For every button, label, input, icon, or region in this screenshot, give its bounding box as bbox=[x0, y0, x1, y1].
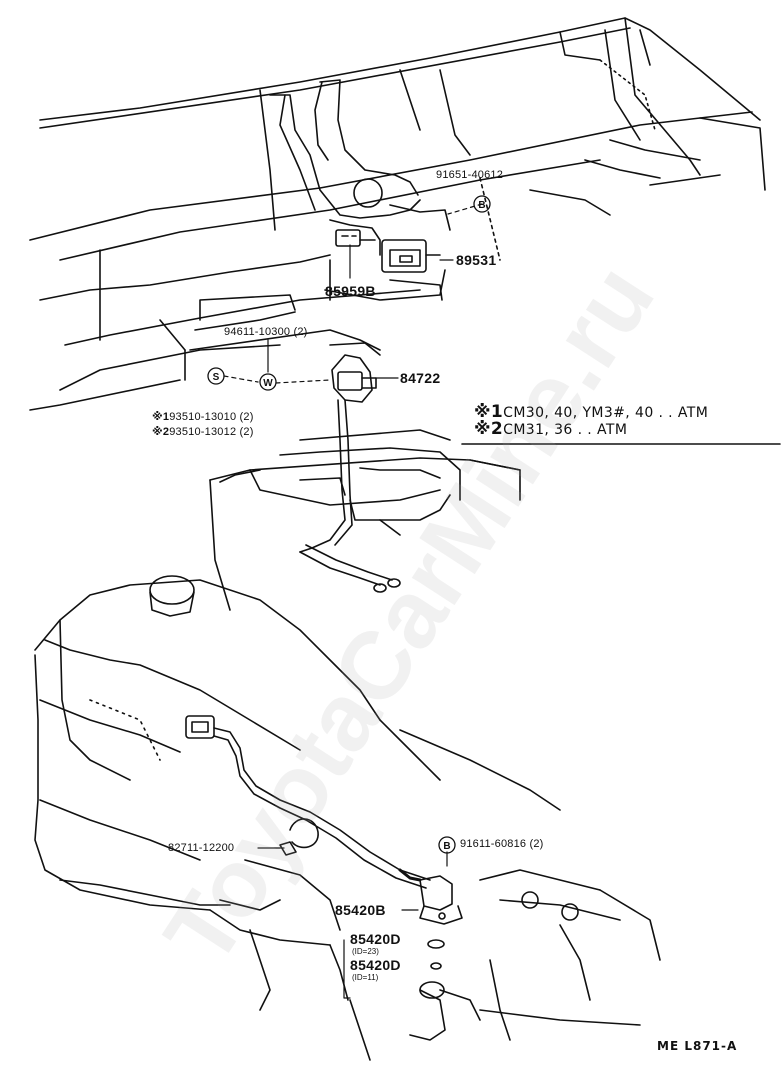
legend-line-2: ※2CM31, 36 . . ATM bbox=[474, 421, 627, 438]
sensor-84722 bbox=[299, 354, 401, 593]
legend-line-1: ※1CM30, 40, YM3#, 40 . . ATM bbox=[474, 404, 708, 421]
bolt-marker-s-letter: S bbox=[213, 372, 220, 383]
relay-bracket bbox=[269, 79, 451, 301]
part-number-93510-13010: 93510-13010 (2) bbox=[169, 411, 254, 423]
bolt-marker-s: S bbox=[207, 367, 225, 385]
bolt-marker-b-bottom-letter: B bbox=[443, 841, 450, 852]
part-label-85420b: 85420B bbox=[335, 902, 386, 918]
part-label-91651-40612: 91651-40612 bbox=[436, 169, 504, 181]
note-mark-1: ※1 bbox=[152, 411, 170, 423]
part-label-91611-60816: 91611-60816 (2) bbox=[460, 838, 544, 850]
legend-mark-1: ※1 bbox=[474, 402, 504, 422]
leader-lines bbox=[223, 203, 483, 999]
part-label-85420d-b: 85420D bbox=[350, 957, 401, 973]
part-label-93510-13012: ※293510-13012 (2) bbox=[152, 427, 254, 438]
dashboard-panel bbox=[29, 17, 766, 411]
bolt-marker-b-top: B bbox=[473, 195, 491, 213]
legend-mark-2: ※2 bbox=[474, 419, 504, 439]
part-label-89531: 89531 bbox=[456, 252, 497, 268]
note-mark-2: ※2 bbox=[152, 426, 170, 438]
bolt-marker-b-top-letter: B bbox=[478, 200, 485, 211]
bolt-marker-b-bottom: B bbox=[438, 836, 456, 854]
engine-harness bbox=[185, 715, 431, 889]
bolt-marker-w-letter: W bbox=[263, 378, 273, 389]
engine-block bbox=[34, 575, 661, 1061]
floor-tunnel bbox=[189, 329, 521, 611]
part-label-93510-13010: ※193510-13010 (2) bbox=[152, 412, 254, 423]
part-note-id-23: (ID=23) bbox=[352, 947, 379, 956]
legend-text-2: CM31, 36 . . ATM bbox=[503, 422, 628, 438]
part-label-85420d-a: 85420D bbox=[350, 931, 401, 947]
part-label-94611-10300: 94611-10300 (2) bbox=[224, 326, 308, 338]
switch-85420b bbox=[419, 875, 463, 970]
part-note-id-11: (ID=11) bbox=[352, 973, 379, 982]
part-label-85959b: 85959B bbox=[325, 283, 376, 299]
drawing-code: ME L871-A bbox=[657, 1039, 738, 1053]
part-number-93510-13012: 93510-13012 (2) bbox=[169, 426, 254, 438]
bolt-marker-w: W bbox=[259, 373, 277, 391]
part-label-84722: 84722 bbox=[400, 370, 441, 386]
part-label-82711-12200: 82711-12200 bbox=[168, 842, 235, 854]
legend-text-1: CM30, 40, YM3#, 40 . . ATM bbox=[503, 405, 709, 421]
